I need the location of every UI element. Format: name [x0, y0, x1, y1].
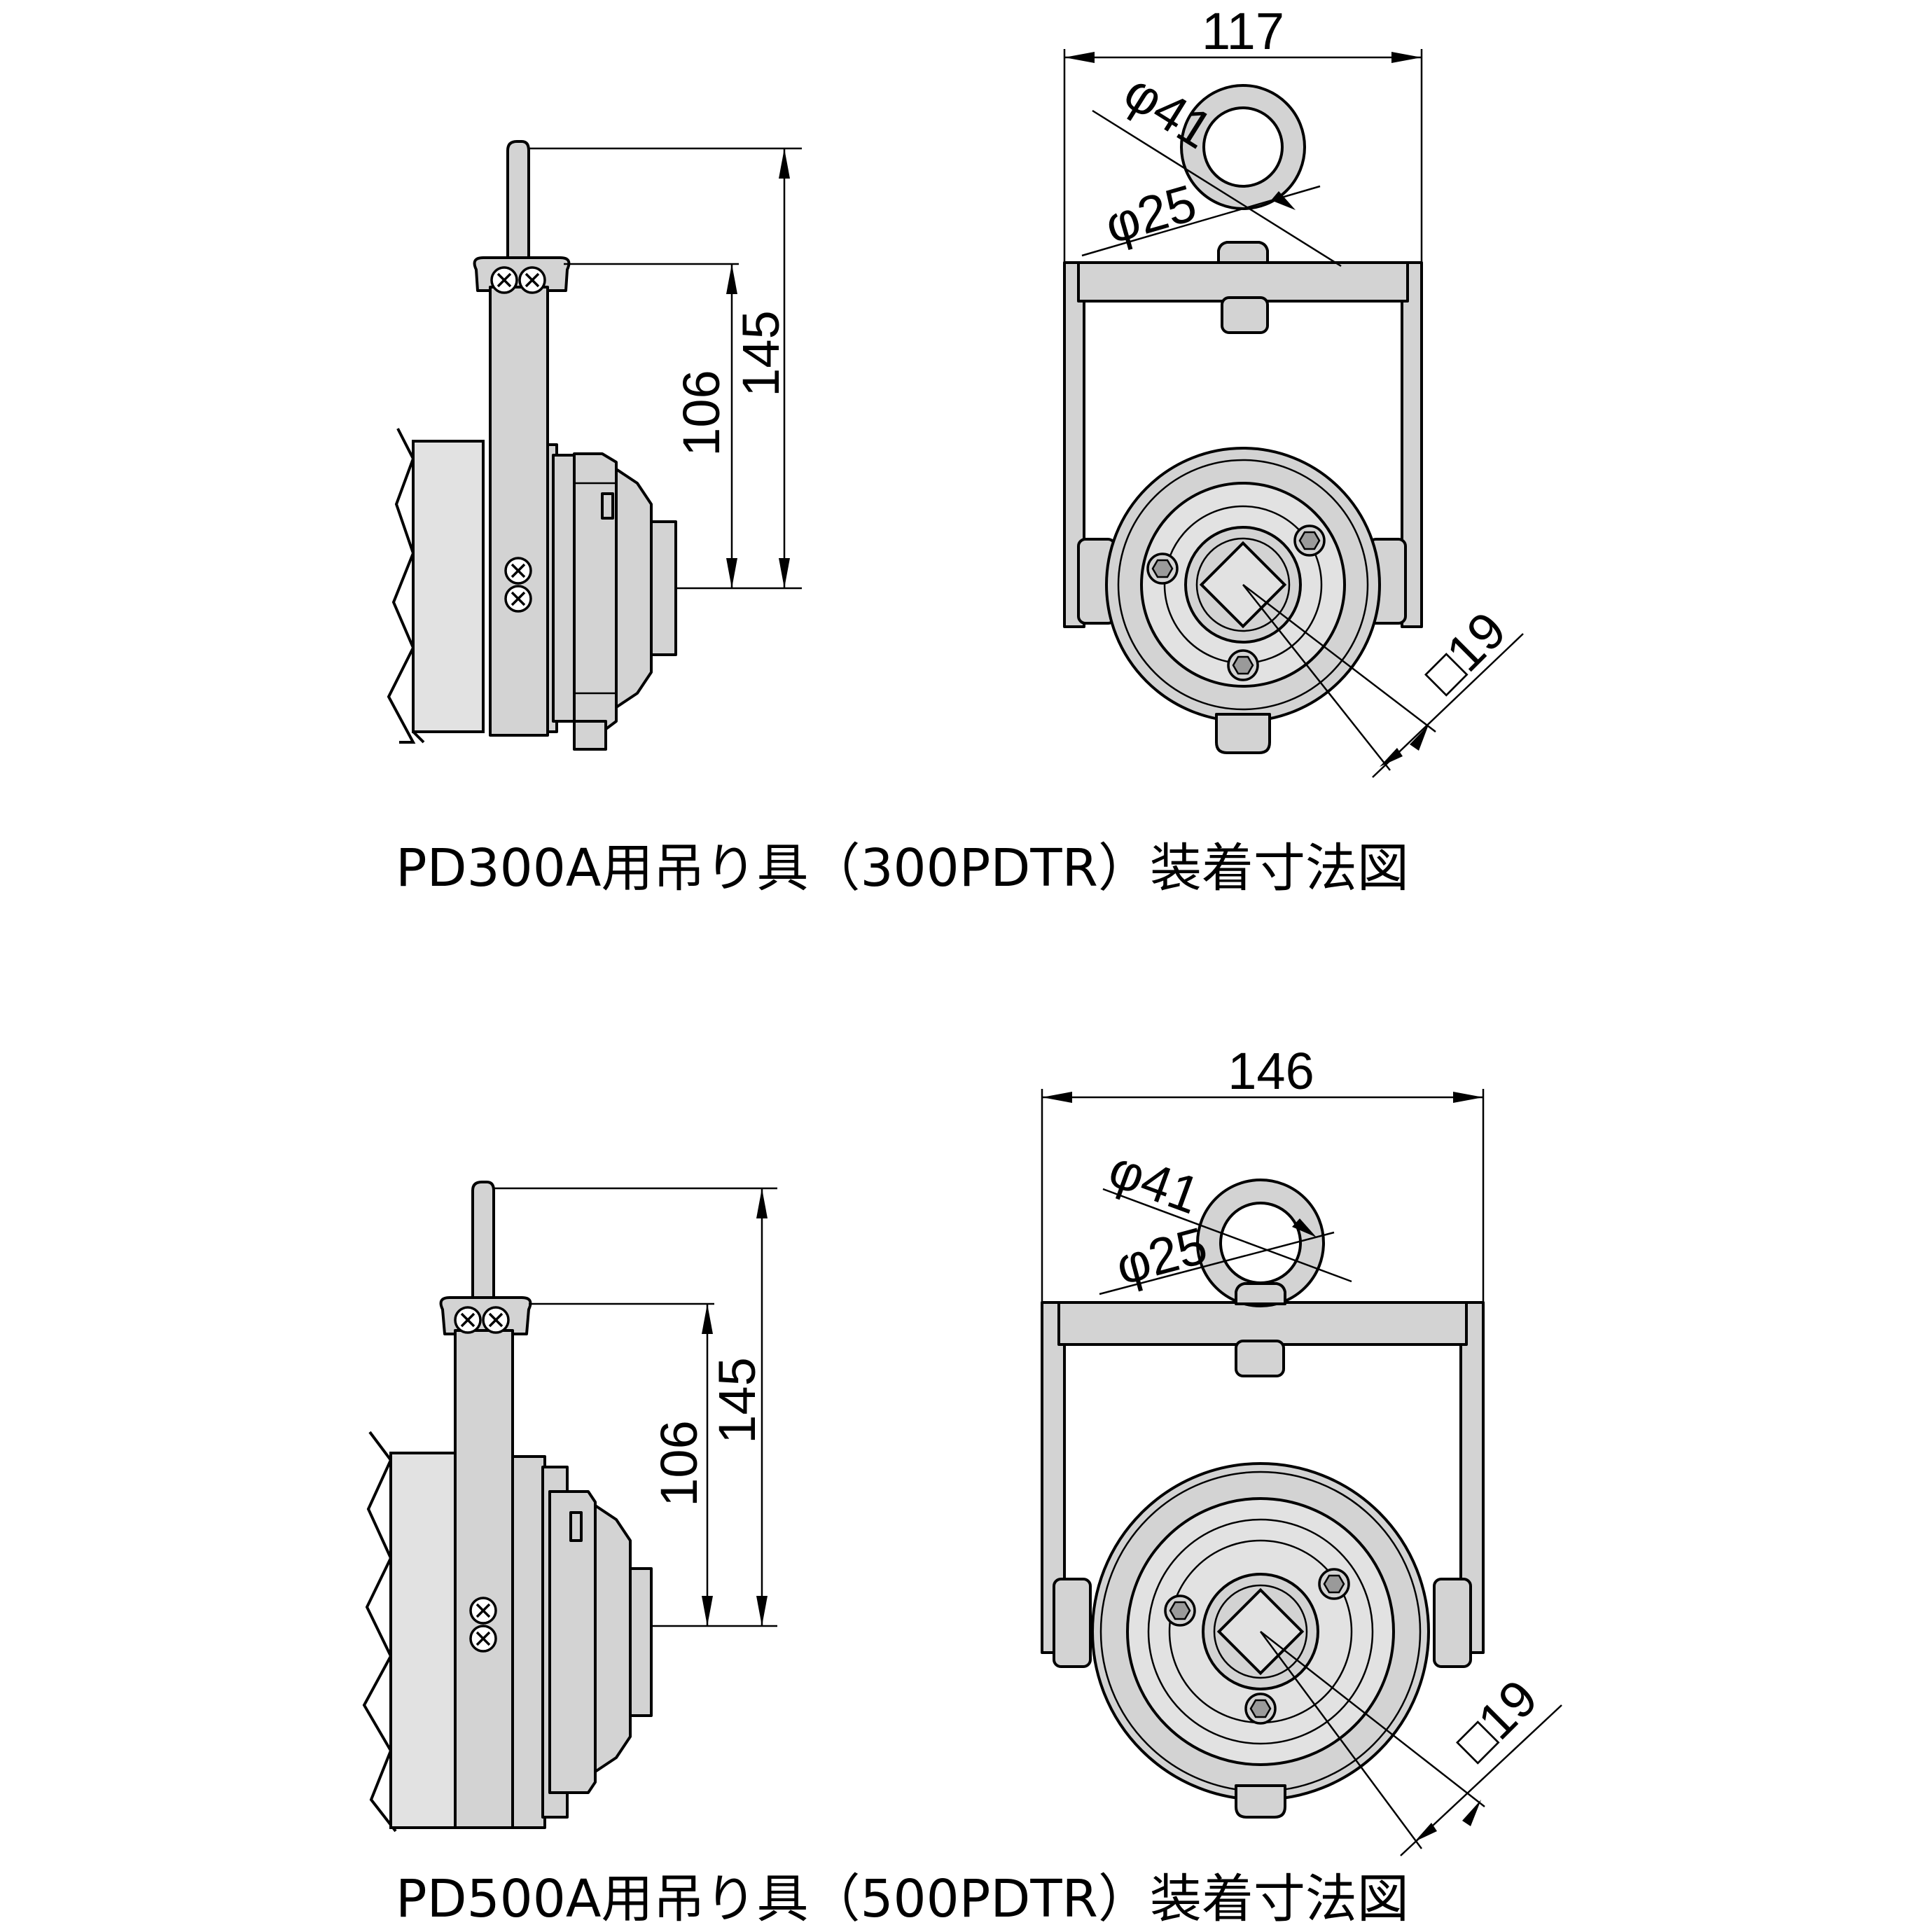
fig2-dim-square: □19: [1445, 1669, 1549, 1773]
fig2-caption: PD500A用吊り具（500PDTR）装着寸法図: [396, 1869, 1409, 1929]
fig1-dim-106: 106: [672, 370, 730, 456]
fig2-head: [548, 1490, 597, 1794]
fig1-front-view: 117 φ41 φ25 □19: [1063, 2, 1524, 778]
fig1-dim-145: 145: [732, 310, 790, 396]
fig2-dim-eye-outer: φ41: [1102, 1139, 1207, 1225]
fig2-dim-eye-inner: φ25: [1110, 1216, 1213, 1295]
fig2-crossbar: [1057, 1301, 1468, 1346]
fig2-dim-145: 145: [708, 1357, 766, 1443]
fig2-square-drive: [629, 1567, 653, 1717]
fig1-dim-eye-inner: φ25: [1099, 174, 1202, 255]
fig2-side-view: 145 106: [362, 1181, 777, 1833]
fig1-dim-eye-outer: φ41: [1114, 62, 1222, 160]
fig1-frame-left: [1063, 261, 1085, 628]
fig1-crossbar: [1077, 261, 1409, 303]
fig2-front-view: 146 φ41 φ25 □19: [1041, 1042, 1562, 1856]
fig1-dim-square: □19: [1413, 601, 1518, 705]
fig2-eye-rod: [471, 1181, 495, 1300]
fig1-dim-width: 117: [1202, 2, 1284, 60]
fig1-caption: PD300A用吊り具（300PDTR）装着寸法図: [396, 838, 1409, 898]
fig1-side-view: 145 106: [387, 140, 802, 751]
fig1-tool-body: [412, 440, 485, 733]
fig2-wall-break: [362, 1431, 397, 1833]
fig1-wall-break: [387, 428, 416, 744]
fig1-eye-rod: [506, 140, 530, 260]
fig1-eye-nut: [1180, 84, 1306, 210]
fig2-dim-width: 146: [1228, 1042, 1314, 1100]
fig2-dim-106: 106: [650, 1420, 708, 1506]
fig1-square-drive: [650, 520, 677, 656]
fig1-hanger-arm: [489, 286, 549, 737]
fig2-eye-nut: [1196, 1179, 1325, 1307]
fig2-hanger-arm: [454, 1329, 514, 1829]
